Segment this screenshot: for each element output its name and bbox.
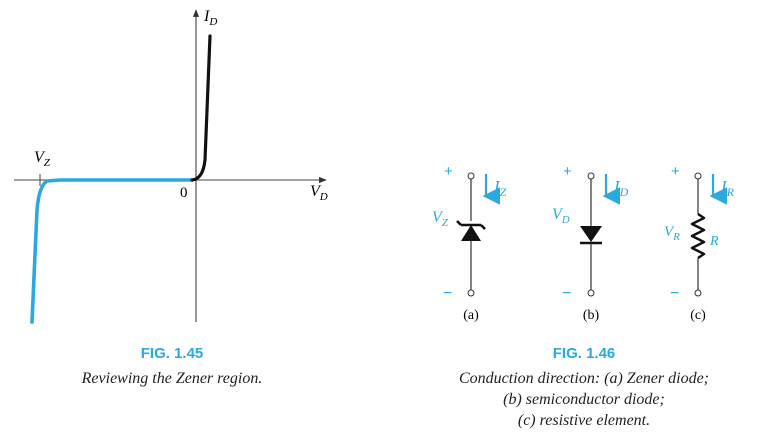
circuit-resistive-element: + − IR VR R (c)	[664, 163, 735, 323]
minus-sign: −	[670, 285, 679, 302]
x-axis-label-main: V	[310, 183, 322, 200]
voltage-label-sub: R	[672, 231, 680, 243]
bottom-terminal	[467, 289, 475, 297]
y-axis-label: ID	[203, 8, 217, 28]
y-axis-label-sub: D	[208, 16, 217, 28]
voltage-label: VZ	[432, 209, 449, 229]
plus-sign: +	[671, 163, 680, 180]
circuit-semiconductor-diode: + − ID VD (b)	[552, 163, 629, 323]
current-label-sub: D	[619, 185, 629, 199]
voltage-label-main: V	[664, 224, 675, 240]
minus-sign: −	[562, 285, 571, 302]
x-axis-label: VD	[310, 183, 328, 203]
circuit-zener-diode: + − IZ VZ (a)	[432, 163, 507, 323]
zener-characteristic-plot: ID VD VZ 0	[14, 8, 328, 324]
resistor-label: R	[709, 234, 719, 249]
diode-symbol	[580, 226, 602, 245]
current-label-main: I	[613, 177, 621, 196]
top-terminal	[467, 172, 475, 180]
current-label: IZ	[493, 177, 507, 199]
vz-label-sub: Z	[44, 157, 51, 169]
plus-sign: +	[444, 163, 453, 180]
zener-breakdown-curve	[30, 178, 194, 324]
panel-label: (a)	[463, 308, 479, 323]
voltage-label: VD	[552, 206, 570, 226]
current-label-main: I	[493, 177, 501, 196]
vz-label: VZ	[34, 149, 51, 169]
resistor-symbol	[690, 213, 706, 259]
voltage-label: VR	[664, 224, 680, 243]
origin-label: 0	[180, 185, 188, 201]
zener-diode-symbol	[456, 220, 486, 241]
panel-label: (c)	[690, 308, 706, 323]
current-label-main: I	[720, 177, 728, 196]
fig146-number: FIG. 1.46	[553, 345, 616, 362]
plus-sign: +	[563, 163, 572, 180]
voltage-label-sub: Z	[442, 217, 449, 229]
current-label: ID	[613, 177, 629, 199]
fig146-caption-line-2: (b) semiconductor diode;	[503, 391, 665, 408]
bottom-terminal	[694, 289, 702, 297]
forward-conduction-curve	[190, 34, 212, 182]
fig146-caption-line-3: (c) resistive element.	[518, 412, 650, 429]
minus-sign: −	[443, 285, 452, 302]
fig146-caption-line-1: Conduction direction: (a) Zener diode;	[459, 370, 709, 387]
y-axis-label-main: I	[203, 8, 210, 25]
top-terminal	[694, 172, 702, 180]
voltage-label-main: V	[552, 206, 564, 223]
panel-label: (b)	[583, 308, 600, 323]
fig145-caption: Reviewing the Zener region.	[81, 370, 263, 387]
voltage-label-main: V	[432, 209, 444, 226]
current-label-sub: R	[726, 185, 735, 199]
fig145-number: FIG. 1.45	[141, 345, 204, 362]
top-terminal	[587, 172, 595, 180]
bottom-terminal	[587, 289, 595, 297]
current-label: IR	[720, 177, 735, 199]
voltage-label-sub: D	[561, 214, 570, 226]
x-axis-label-sub: D	[319, 191, 328, 203]
vz-label-main: V	[34, 149, 46, 166]
current-label-sub: Z	[500, 185, 507, 199]
